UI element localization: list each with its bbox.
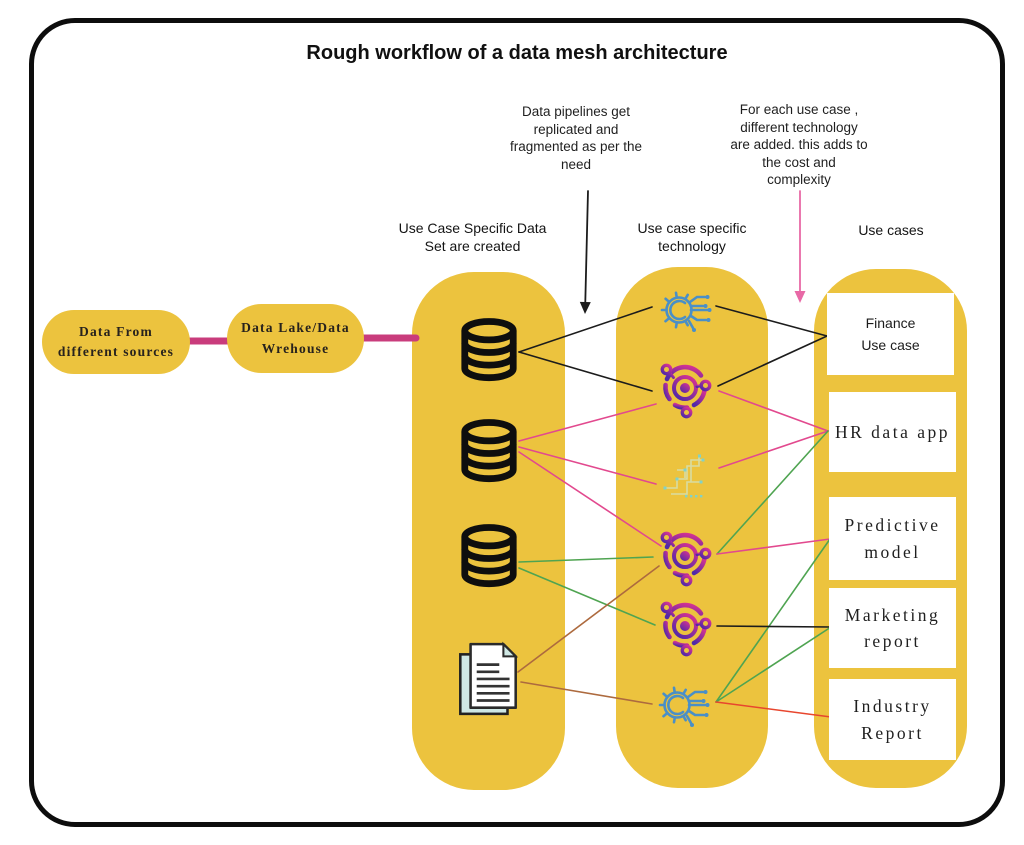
header-datasets: Use Case Specific Data Set are created <box>398 220 547 255</box>
gear-circuit-icon <box>660 291 712 332</box>
ai-core-icon <box>660 601 712 657</box>
connection-line <box>716 430 829 555</box>
arrowhead <box>794 291 806 303</box>
connection-line <box>715 701 832 718</box>
usecase-box-finance: Finance Use case <box>827 293 954 375</box>
ai-core-icon <box>660 531 712 587</box>
connection-line <box>518 306 653 353</box>
ai-core-icon <box>660 363 712 419</box>
connection-line <box>718 390 829 432</box>
connection-line <box>518 567 656 626</box>
arrowhead <box>579 301 591 314</box>
connection-line <box>715 305 828 337</box>
connection-line <box>718 430 829 469</box>
circuit-board-icon <box>663 454 705 498</box>
connection-line <box>518 351 653 392</box>
connection-line <box>518 451 662 547</box>
page-title: Rough workflow of a data mesh architectu… <box>306 42 728 64</box>
header-technology: Use case specific technology <box>637 220 747 255</box>
connection-line <box>518 446 657 485</box>
annotation-arrow <box>584 190 589 303</box>
usecase-box-predictive: Predictive model <box>829 497 956 580</box>
connection-line <box>716 538 831 555</box>
database-icon <box>461 524 517 588</box>
connection-line <box>518 403 657 442</box>
annotation-technology: For each use case , different technology… <box>730 102 868 188</box>
header-use-cases: Use cases <box>858 222 924 238</box>
database-icon <box>461 318 517 382</box>
database-icon <box>461 419 517 483</box>
connection-line <box>517 565 660 673</box>
connection-line <box>518 556 654 563</box>
annotation-pipelines: Data pipelines get replicated and fragme… <box>509 104 643 172</box>
outer-frame <box>29 18 1005 827</box>
gear-circuit-icon <box>658 686 710 727</box>
usecase-box-industry: Industry Report <box>829 679 956 760</box>
usecase-box-hr: HR data app <box>829 392 956 472</box>
connection-line <box>716 625 832 628</box>
connection-line <box>717 335 828 387</box>
pill-data-sources: Data From different sources <box>42 310 190 374</box>
connection-line <box>715 538 831 703</box>
connection-line <box>715 626 832 703</box>
document-icon <box>459 641 519 716</box>
pill-data-lake: Data Lake/Data Wrehouse <box>227 304 364 373</box>
usecase-box-marketing: Marketing report <box>829 588 956 668</box>
connection-line <box>520 681 653 705</box>
